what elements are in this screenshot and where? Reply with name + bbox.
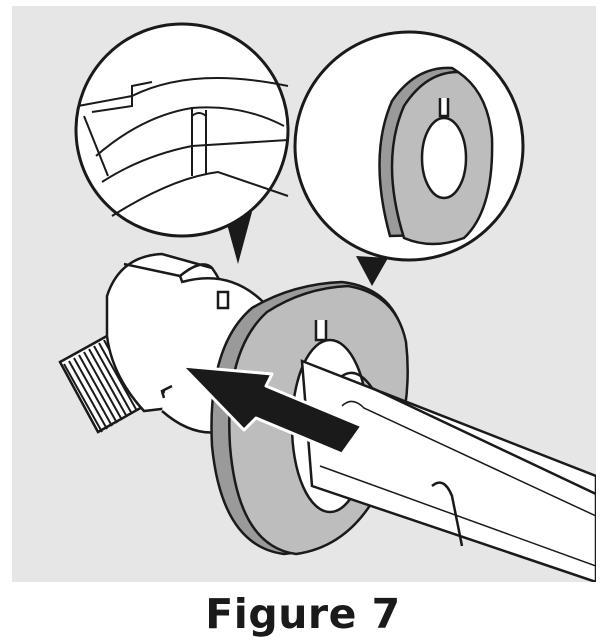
insertion-arrow [180, 364, 364, 456]
detail-callout-washer [293, 30, 525, 286]
supply-tube [300, 359, 596, 582]
detail-callout-slot [74, 22, 290, 264]
fitting-tab [216, 290, 230, 310]
illustration-panel [12, 6, 596, 582]
figure-caption: Figure 7 [205, 590, 401, 638]
